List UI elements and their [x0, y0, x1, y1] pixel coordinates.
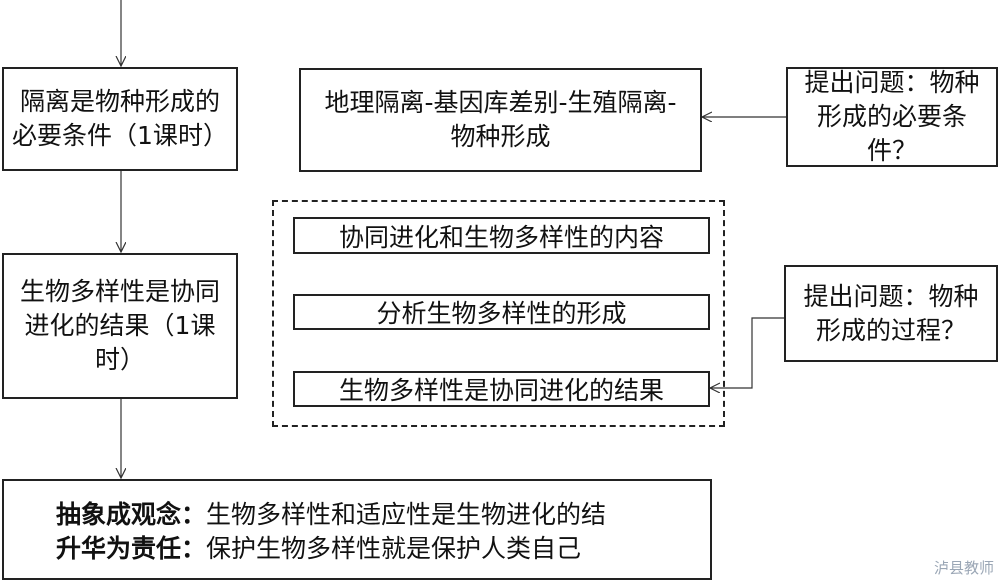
- box-geo-isolation-text: 地理隔离-基因库差别-生殖隔离-物种形成: [324, 88, 677, 151]
- box-geo-isolation: 地理隔离-基因库差别-生殖隔离-物种形成: [299, 68, 702, 172]
- box-question-process: 提出问题：物种形成的过程？: [784, 265, 998, 362]
- box-question-necessary-condition-text: 提出问题：物种形成的必要条件？: [804, 68, 980, 165]
- summary-line-concept: 抽象成观念：生物多样性和适应性是生物进化的结: [56, 499, 606, 531]
- dashed-group: [272, 200, 725, 427]
- summary-responsibility-label: 升华为责任：: [56, 534, 207, 563]
- box-question-process-text: 提出问题：物种形成的过程？: [803, 281, 979, 345]
- box-isolation-lesson: 隔离是物种形成的必要条件（1课时）: [2, 67, 238, 171]
- group-item-analysis-text: 分析生物多样性的形成: [376, 299, 627, 328]
- summary-line-responsibility: 升华为责任：保护生物多样性就是保护人类自己: [56, 533, 581, 565]
- box-question-necessary-condition: 提出问题：物种形成的必要条件？: [786, 67, 998, 167]
- summary-responsibility-text: 保护生物多样性就是保护人类自己: [206, 534, 582, 563]
- box-biodiversity-lesson: 生物多样性是协同进化的结果（1课时）: [2, 253, 238, 399]
- box-isolation-lesson-text: 隔离是物种形成的必要条件（1课时）: [12, 87, 228, 150]
- summary-concept-label: 抽象成观念：: [56, 500, 207, 529]
- group-item-result: 生物多样性是协同进化的结果: [293, 371, 710, 407]
- group-item-content-text: 协同进化和生物多样性的内容: [338, 222, 664, 252]
- group-item-content: 协同进化和生物多样性的内容: [293, 217, 710, 254]
- group-item-analysis: 分析生物多样性的形成: [293, 294, 710, 330]
- watermark: 泸县教师: [933, 559, 994, 577]
- group-item-result-text: 生物多样性是协同进化的结果: [338, 376, 664, 405]
- box-summary: 抽象成观念：生物多样性和适应性是生物进化的结 升华为责任：保护生物多样性就是保护…: [2, 479, 712, 580]
- box-biodiversity-lesson-text: 生物多样性是协同进化的结果（1课时）: [19, 277, 220, 374]
- arrow-question2-to-item3: [710, 317, 784, 388]
- summary-concept-text: 生物多样性和适应性是生物进化的结: [206, 500, 607, 529]
